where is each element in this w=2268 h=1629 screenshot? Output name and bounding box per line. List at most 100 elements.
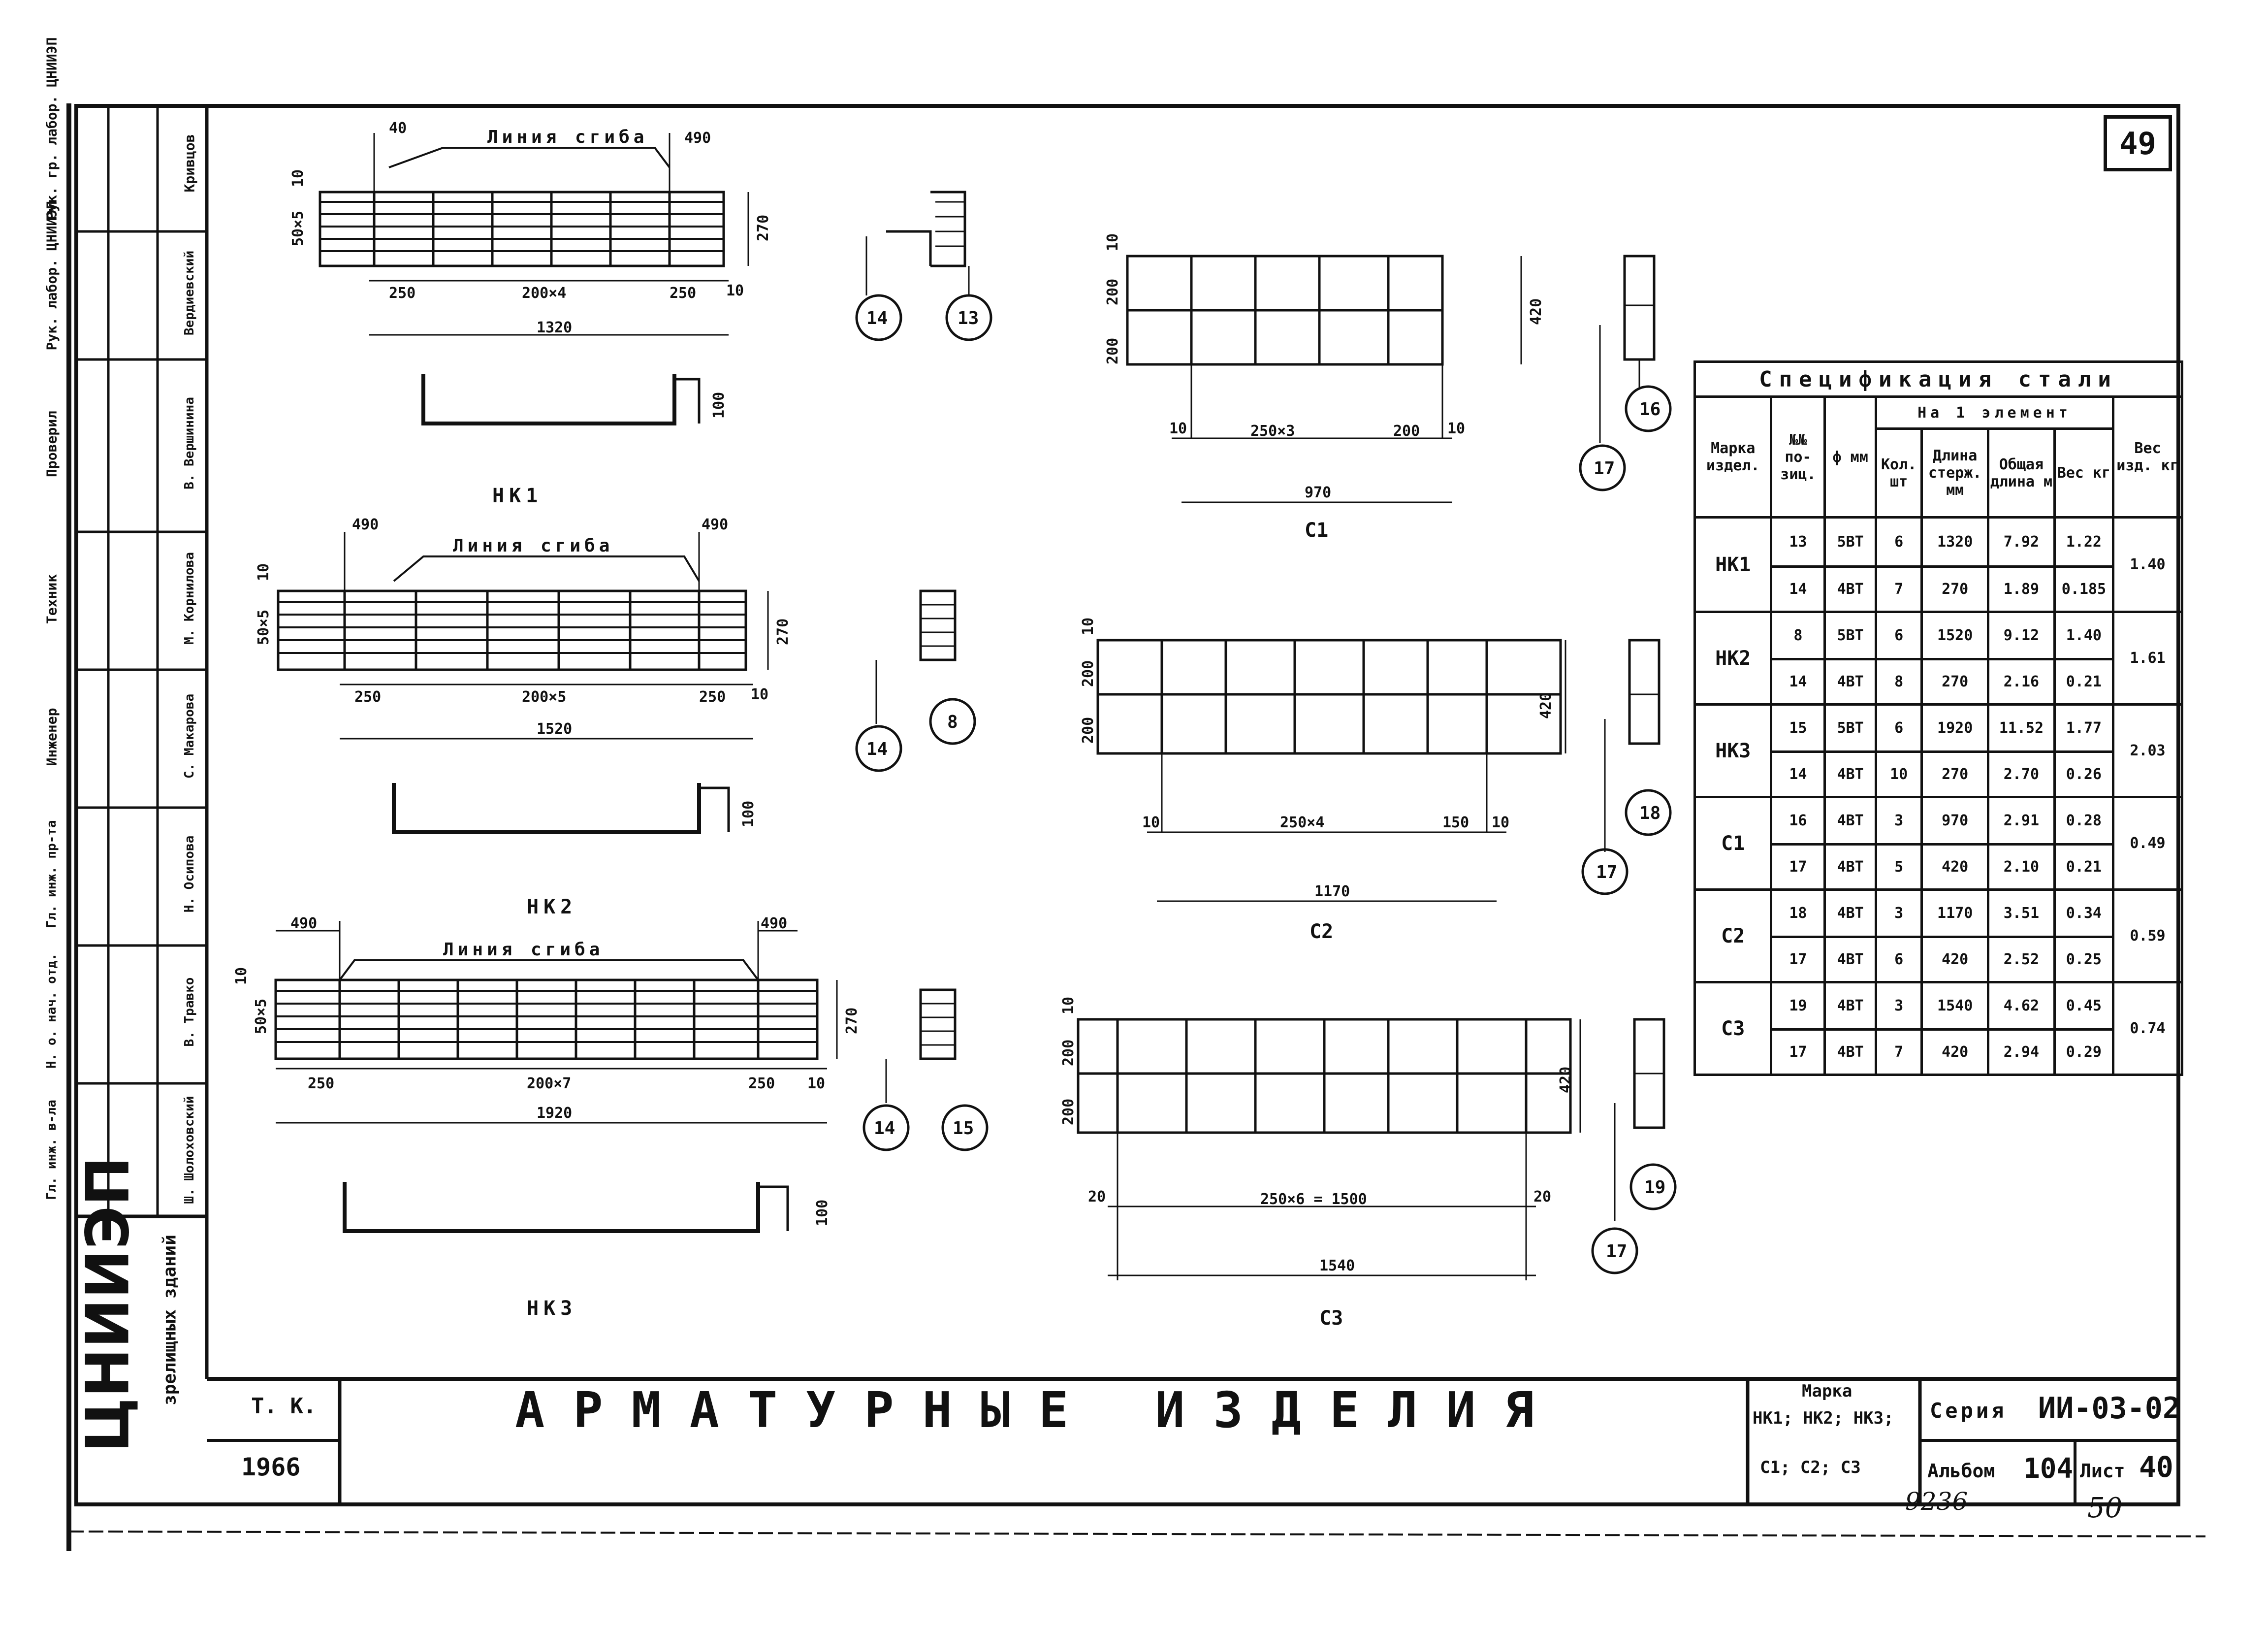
spec-pos: 17 (1770, 843, 1826, 891)
spec-dia: 4ВТ (1823, 1028, 1877, 1076)
nk2-label: НК2 (527, 896, 577, 918)
spec-dia: 5ВТ (1823, 516, 1877, 568)
stamp-tk: Т. К. (251, 1394, 317, 1419)
spec-weight: 0.29 (2053, 1028, 2114, 1076)
nk2-dim-profile: 100 (740, 801, 757, 827)
nk3-dim-top-right: 490 (761, 915, 787, 932)
stamp-marka-line1: НК1; НК2; НК3; (1753, 1408, 1894, 1428)
bottom-trim-line (68, 1531, 2206, 1537)
spec-weight: 0.45 (2053, 981, 2114, 1031)
spec-total: 2.91 (1987, 796, 2056, 846)
spec-header-weight: Вес кг (2053, 427, 2114, 519)
spec-marka: НК1 (1693, 516, 1773, 613)
nk2-dim-base-left: 250 (354, 688, 381, 706)
spec-len: 270 (1920, 750, 1990, 798)
stamp-series-value: ИИ-03-02 (2038, 1391, 2180, 1426)
mesh-nk2 (277, 532, 976, 834)
spec-total: 1.89 (1987, 565, 2056, 613)
c2-label: С2 (1310, 920, 1333, 943)
spec-dia: 5ВТ (1823, 703, 1877, 753)
nk2-dim-top-left: 490 (352, 516, 379, 533)
mesh-nk1 (319, 133, 992, 425)
spec-len: 1920 (1920, 703, 1990, 753)
handwritten-note-right: 50 (2087, 1492, 2123, 1524)
spec-len: 420 (1920, 936, 1990, 983)
c2-callout-b: 17 (1596, 862, 1617, 882)
spec-len: 420 (1920, 1028, 1990, 1076)
c3-callout-b: 17 (1606, 1241, 1627, 1262)
stamp-year: 1966 (241, 1453, 301, 1481)
c3-dim-right: 20 (1533, 1188, 1551, 1205)
c2-dim-left: 10 (1142, 814, 1160, 831)
nk3-callout-b: 15 (953, 1118, 974, 1139)
spec-marka: С1 (1693, 796, 1773, 891)
nk2-dim-left: 50×5 (255, 610, 272, 645)
nk3-dim-height: 270 (843, 1008, 861, 1034)
c3-dim-v1: 200 (1060, 1040, 1077, 1066)
spec-total: 2.94 (1987, 1028, 2056, 1076)
spec-marka: С3 (1693, 981, 1773, 1076)
spec-len: 970 (1920, 796, 1990, 846)
c3-dim-height: 420 (1557, 1067, 1574, 1093)
c2-dim-height: 420 (1537, 692, 1555, 719)
stamp-album-label: Альбом (1927, 1460, 1995, 1482)
spec-total: 3.51 (1987, 888, 2056, 938)
nk3-dim-base-left: 250 (308, 1075, 334, 1092)
spec-pos: 8 (1770, 611, 1826, 660)
stamp-series-label: Серия (1930, 1399, 2007, 1423)
c1-dim-v2: 200 (1104, 338, 1121, 364)
spec-header-len: Длина стерж. мм (1920, 427, 1990, 519)
c1-dim-mid: 250×3 (1250, 423, 1295, 440)
stamp-sheet-label: Лист (2080, 1460, 2125, 1482)
spec-qty: 3 (1874, 888, 1923, 938)
nk3-dim-profile: 100 (814, 1200, 831, 1226)
spec-dia: 4ВТ (1823, 843, 1877, 891)
spec-item-weight: 1.61 (2111, 611, 2184, 706)
c3-dim-total: 1540 (1319, 1257, 1355, 1274)
nk1-dim-mid: 200×4 (522, 285, 566, 302)
spec-weight: 0.26 (2053, 750, 2114, 798)
spec-pos: 17 (1770, 936, 1826, 983)
spec-qty: 6 (1874, 936, 1923, 983)
c1-dim-right: 200 (1393, 423, 1420, 440)
stamp-marka-line2: С1; С2; С3 (1760, 1458, 1861, 1477)
stamp-marka-label: Марка (1802, 1381, 1853, 1401)
spec-len: 270 (1920, 658, 1990, 706)
spec-pos: 14 (1770, 750, 1826, 798)
nk1-dim-end: 10 (726, 282, 744, 299)
nk3-bend-text: Линия сгиба (443, 940, 604, 960)
nk3-dim-total: 1920 (537, 1105, 572, 1122)
nk1-callout-b: 13 (958, 308, 979, 328)
stamp-sheet-value: 40 (2139, 1450, 2173, 1484)
handwritten-note-left: 9236 (1905, 1487, 1968, 1516)
spec-marka: НК3 (1693, 703, 1773, 798)
c2-dim-v2: 200 (1080, 717, 1097, 744)
nk2-dim-small: 10 (255, 563, 272, 581)
nk2-bend-text: Линия сгиба (453, 536, 613, 556)
nk1-dim-profile: 100 (710, 392, 728, 419)
c3-dim-left: 20 (1088, 1188, 1106, 1205)
sheet-number: 49 (2104, 115, 2172, 171)
spec-header-item-weight: Вес изд. кг (2111, 395, 2184, 519)
mesh-nk3 (274, 921, 989, 1233)
spec-len: 1540 (1920, 981, 1990, 1031)
spec-header-group: На 1 элемент (1874, 395, 2114, 430)
nk3-dim-left: 50×5 (253, 999, 270, 1034)
c1-dim-small: 10 (1104, 233, 1121, 251)
spec-weight: 0.25 (2053, 936, 2114, 983)
spec-total: 2.16 (1987, 658, 2056, 706)
spec-len: 420 (1920, 843, 1990, 891)
spec-item-weight: 0.49 (2111, 796, 2184, 891)
spec-header-total-len: Общая длина м (1987, 427, 2056, 519)
spec-total: 11.52 (1987, 703, 2056, 753)
spec-qty: 3 (1874, 796, 1923, 846)
spec-weight: 0.28 (2053, 796, 2114, 846)
c2-callout-a: 18 (1639, 803, 1661, 823)
c1-dim-height: 420 (1528, 298, 1545, 325)
spec-pos: 19 (1770, 981, 1826, 1031)
spec-weight: 0.21 (2053, 843, 2114, 891)
spec-total: 2.52 (1987, 936, 2056, 983)
spec-header-dia: ф мм (1823, 395, 1877, 519)
nk1-dim-top-left: 40 (389, 120, 407, 137)
